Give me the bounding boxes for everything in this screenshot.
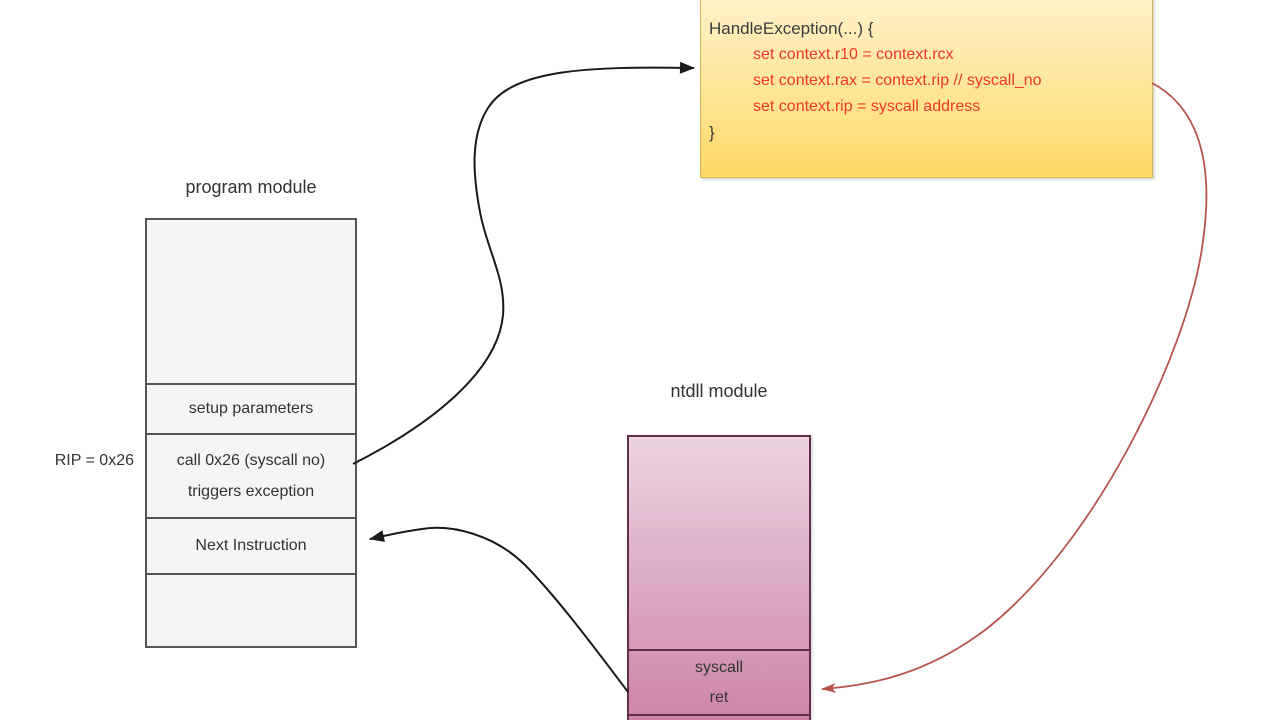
code-line-set-rip: set context.rip = syscall address [753,98,981,115]
program-segment-setup-parameters: setup parameters [147,383,355,433]
program-module-box: setup parameters call 0x26 (syscall no) … [145,218,357,648]
call-syscall-line1: call 0x26 (syscall no) [176,452,326,469]
ntdll-segment-empty-bottom [629,714,809,720]
call-syscall-line2: triggers exception [187,483,315,500]
program-segment-empty-bottom [147,573,355,646]
ntdll-segment-syscall-ret: syscall ret [629,649,809,714]
arrow-ret-to-next-instruction-icon [369,526,629,693]
program-segment-empty-top [147,220,355,383]
handle-exception-box: HandleException(...) { set context.r10 =… [700,0,1153,178]
rip-value-label: RIP = 0x26 [54,452,134,469]
ntdll-syscall-line: syscall [694,658,743,676]
program-segment-call-syscall: call 0x26 (syscall no) triggers exceptio… [147,433,355,517]
arrow-call-to-handler-icon [352,61,695,465]
ntdll-ret-line: ret [709,688,729,706]
program-module-title: program module [185,177,317,197]
program-segment-next-instruction: Next Instruction [147,517,355,573]
handler-closing-brace: } [709,123,715,142]
ntdll-module-title: ntdll module [670,381,768,401]
handler-function-signature: HandleException(...) { [709,19,874,38]
code-line-set-rax: set context.rax = context.rip // syscall… [753,72,1042,89]
ntdll-segment-empty-top [629,437,809,649]
ntdll-module-box: syscall ret [627,435,811,720]
handler-code-block: set context.r10 = context.rcx set contex… [701,42,1152,120]
code-line-set-r10: set context.r10 = context.rcx [753,46,954,63]
